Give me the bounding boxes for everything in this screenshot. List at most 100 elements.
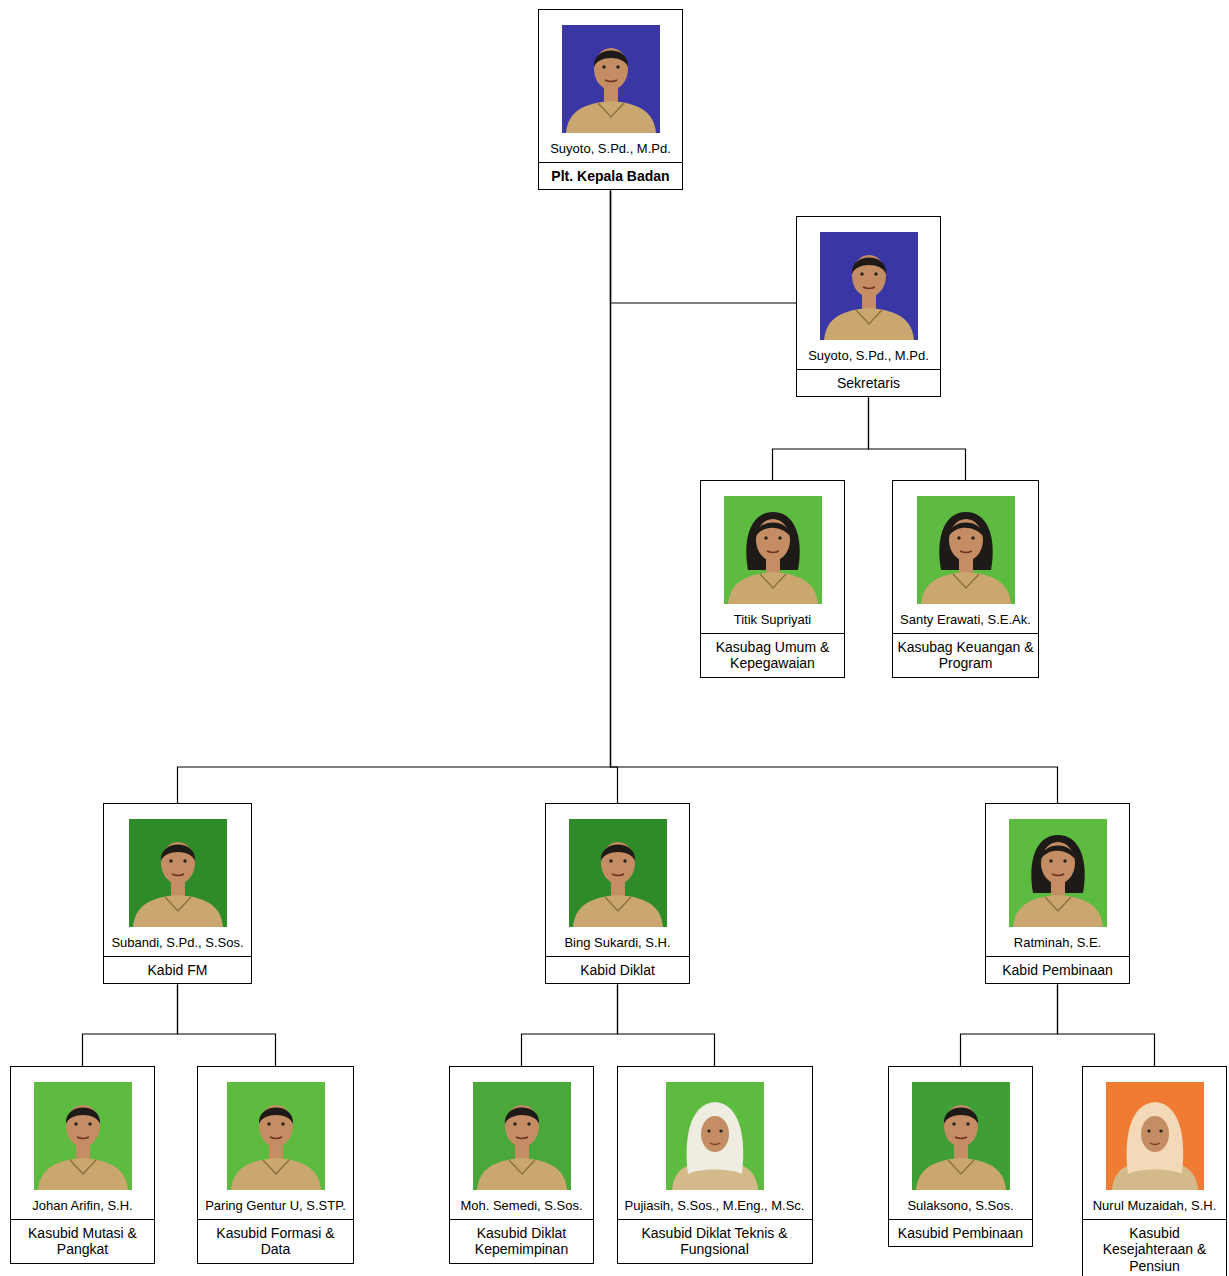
photo-background [724,496,822,604]
person-name: Suyoto, S.Pd., M.Pd. [539,133,682,162]
eye [1147,1129,1150,1132]
eye [874,272,877,275]
hair [593,51,627,68]
eye [281,1122,284,1125]
mouth [612,874,624,876]
position-title: Sekretaris [797,369,940,397]
collar [70,1160,96,1174]
eye [1063,859,1066,862]
hair [943,1108,977,1125]
connector-line [961,984,1058,1066]
connector-line [178,190,611,803]
collar [760,574,786,588]
connector-line [618,984,715,1066]
eye [616,65,619,68]
portrait-photo [917,496,1015,604]
eye [602,65,605,68]
mouth [270,1137,282,1139]
hijab [1126,1102,1183,1174]
mouth [710,1143,720,1145]
position-title: Plt. Kepala Badan [539,162,682,190]
eye [1159,1129,1162,1132]
face [949,519,983,561]
uniform [921,572,1011,604]
face [259,1105,293,1147]
position-box: Nurul Muzaidah, S.H.Kasubid Kesejahteraa… [1082,1066,1227,1276]
photo-background [917,496,1015,604]
photo-background [562,25,660,133]
face [161,842,195,884]
position-box: Suyoto, S.Pd., M.Pd.Plt. Kepala Badan [538,9,683,190]
photo-background [227,1082,325,1190]
eye [623,859,626,862]
uniform [38,1158,128,1190]
person-name: Ratminah, S.E. [986,927,1129,956]
eye [513,1122,516,1125]
position-box: Pujiasih, S.Sos., M.Eng., M.Sc.Kasubid D… [617,1066,813,1264]
portrait-photo [912,1082,1010,1190]
portrait-photo [820,232,918,340]
position-title: Kasubid Diklat Kepemimpinan [450,1219,593,1264]
portrait-photo [724,496,822,604]
face [701,1116,729,1152]
connector-line [869,397,966,480]
photo-background [569,819,667,927]
eye [952,1122,955,1125]
portrait-photo [227,1082,325,1190]
eye [707,1129,710,1132]
position-box: Johan Arifin, S.H.Kasubid Mutasi & Pangk… [10,1066,155,1264]
photo-background [473,1082,571,1190]
portrait-photo [129,819,227,927]
connector-line [1058,984,1155,1066]
eye [957,536,960,539]
hair [504,1108,538,1125]
uniform [566,101,656,133]
eye [609,859,612,862]
mouth [172,874,184,876]
uniform [916,1158,1006,1190]
portrait-photo [1009,819,1107,927]
eye [74,1122,77,1125]
eye [860,272,863,275]
mouth [1052,874,1064,876]
position-title: Kasubid Kesejahteraan & Pensiun [1083,1219,1226,1276]
hair [160,845,194,862]
person-name: Bing Sukardi, S.H. [546,927,689,956]
face [594,48,628,90]
position-box: Subandi, S.Pd., S.Sos.Kabid FM [103,803,252,984]
person-name: Titik Supriyati [701,604,844,633]
position-title: Kasubid Formasi & Data [198,1219,353,1264]
eye [971,536,974,539]
photo-background [666,1082,764,1190]
face [944,1105,978,1147]
hair [851,258,885,275]
face [756,519,790,561]
position-title: Kasubid Mutasi & Pangkat [11,1219,154,1264]
eye [719,1129,722,1132]
mouth [955,1137,967,1139]
collar [263,1160,289,1174]
face [66,1105,100,1147]
position-title: Kabid FM [104,956,251,984]
photo-background [1106,1082,1204,1190]
uniform [728,572,818,604]
hair [756,523,790,537]
mouth [516,1137,528,1139]
person-name: Nurul Muzaidah, S.H. [1083,1190,1226,1219]
mouth [767,551,779,553]
collar [856,310,882,324]
position-title: Kasubid Pembinaan [889,1219,1032,1247]
eye [267,1122,270,1125]
person-name: Johan Arifin, S.H. [11,1190,154,1219]
face [852,255,886,297]
uniform [133,895,223,927]
hair [258,1108,292,1125]
position-box: Ratminah, S.E.Kabid Pembinaan [985,803,1130,984]
hair [600,845,634,862]
person-name: Pujiasih, S.Sos., M.Eng., M.Sc. [618,1190,812,1219]
collar [598,103,624,117]
uniform [573,895,663,927]
eye [966,1122,969,1125]
